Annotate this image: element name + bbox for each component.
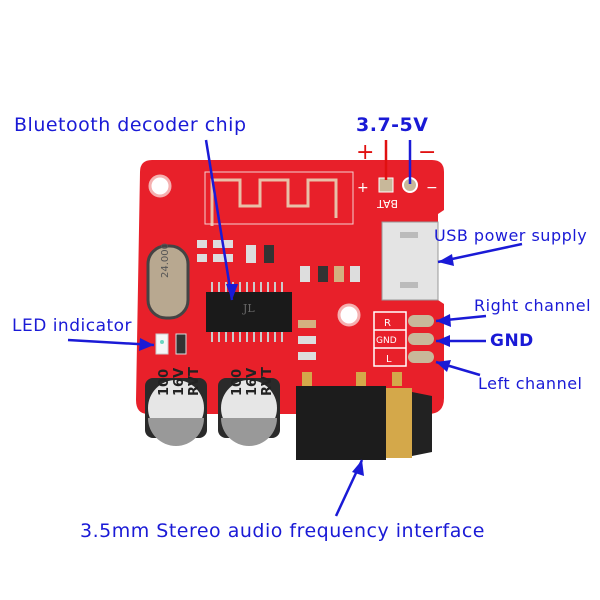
silk-plus: + (357, 180, 369, 196)
label-usb-power: USB power supply (434, 226, 588, 245)
label-plus: + (356, 140, 375, 165)
label-led-indicator: LED indicator (12, 316, 133, 336)
pad-right (408, 315, 434, 327)
label-voltage: 3.7-5V (356, 114, 429, 136)
silk-r: R (384, 318, 391, 329)
pcb-antenna (210, 178, 338, 226)
cap2-voltage: 16V (245, 368, 260, 396)
capacitor-2 (218, 378, 280, 446)
bat-plus-pad (378, 177, 394, 193)
crystal-label: 24.000 (160, 243, 171, 278)
pad-gnd (408, 333, 434, 345)
chip-logo: JL (242, 302, 255, 315)
cap1-voltage: 16V (172, 368, 187, 396)
cap2-brand: RVT (260, 367, 275, 396)
capacitor-1 (145, 378, 207, 446)
cap1-value: 100 (157, 369, 172, 396)
label-bluetooth-chip: Bluetooth decoder chip (14, 114, 247, 136)
silk-minus: − (426, 180, 438, 196)
cap2-value: 100 (230, 369, 245, 396)
label-left-channel: Left channel (478, 374, 583, 393)
label-audio-jack: 3.5mm Stereo audio frequency interface (80, 520, 485, 542)
silk-bat: BAT (377, 197, 398, 210)
arrow-chip (204, 139, 234, 301)
mounting-hole (337, 303, 361, 327)
label-gnd: GND (490, 331, 534, 351)
decoder-chip (206, 292, 292, 332)
label-right-channel: Right channel (474, 296, 592, 315)
cap1-brand: RVT (187, 367, 202, 396)
silk-l: L (386, 354, 392, 365)
pad-left (408, 351, 434, 363)
silk-gnd: GND (376, 336, 397, 346)
crystal-oscillator (146, 244, 190, 320)
audio-jack (296, 386, 386, 460)
mounting-hole (148, 174, 172, 198)
label-minus: − (418, 140, 437, 165)
